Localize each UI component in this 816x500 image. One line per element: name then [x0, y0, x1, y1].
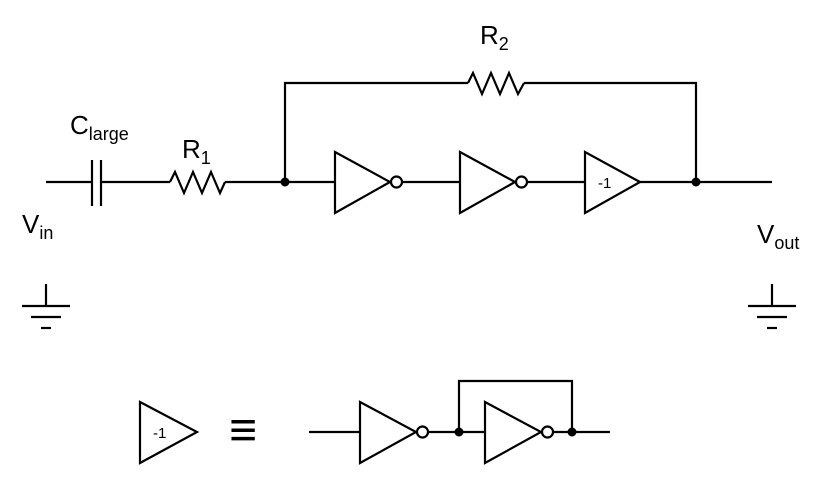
- r1-label-main: R: [182, 134, 201, 164]
- gain-stage-label: -1: [598, 175, 611, 192]
- r2-label-main: R: [480, 20, 499, 50]
- r1-label-sub: 1: [201, 148, 211, 168]
- r2-label-sub: 2: [499, 34, 509, 54]
- v-in-label-sub: in: [39, 223, 53, 243]
- legend-inverter-1-bubble: [415, 425, 430, 439]
- legend-inverter-1: [358, 400, 430, 465]
- inverter-1-bubble: [389, 175, 404, 189]
- legend-inverter-2-bubble: [540, 425, 555, 439]
- v-out-label-main: V: [757, 219, 775, 249]
- legend-feedback-loop: [457, 379, 574, 432]
- resistor-r2: [467, 70, 525, 97]
- v-in-label: Vin: [22, 209, 53, 243]
- r2-label: R2: [480, 20, 509, 54]
- feedback-path: [283, 81, 698, 182]
- junction-dot-output: [691, 177, 701, 187]
- resistor-r1: [169, 169, 227, 196]
- c-large-label-sub: large: [89, 124, 129, 144]
- inverter-1: [333, 150, 404, 215]
- capacitor-c-large: [90, 160, 103, 206]
- gain-stage-buffer: [583, 150, 643, 215]
- v-out-label-sub: out: [774, 233, 799, 253]
- r1-label: R1: [182, 134, 211, 168]
- v-out-label: Vout: [757, 219, 799, 253]
- c-large-label: Clarge: [70, 110, 129, 144]
- inverter-2-bubble: [514, 175, 529, 189]
- legend-inverter-2: [483, 400, 555, 465]
- legend-gain-buffer: [138, 400, 200, 465]
- ground-symbol-left: [22, 284, 70, 330]
- legend-gain-label: -1: [153, 425, 166, 442]
- v-in-label-main: V: [22, 209, 40, 239]
- c-large-label-main: C: [70, 110, 89, 140]
- inverter-2: [458, 150, 529, 215]
- equivalence-symbol: ≡: [229, 404, 257, 457]
- legend-junction-dot-right: [567, 427, 577, 437]
- legend-junction-dot-left: [454, 427, 464, 437]
- junction-dot-input: [280, 177, 290, 187]
- ground-symbol-right: [748, 284, 796, 330]
